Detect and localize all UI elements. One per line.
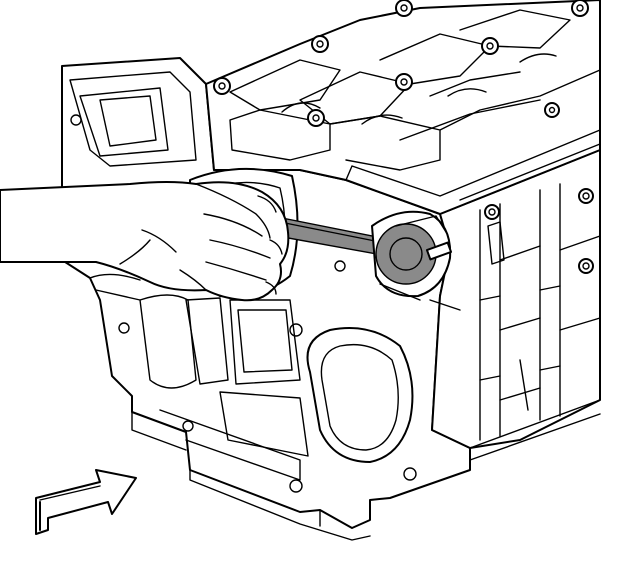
head-bolts <box>213 0 589 127</box>
direction-arrow-icon <box>35 469 137 535</box>
front-cover-opening <box>306 327 414 463</box>
hand-icon <box>0 181 290 302</box>
block-top-deck <box>205 0 601 215</box>
